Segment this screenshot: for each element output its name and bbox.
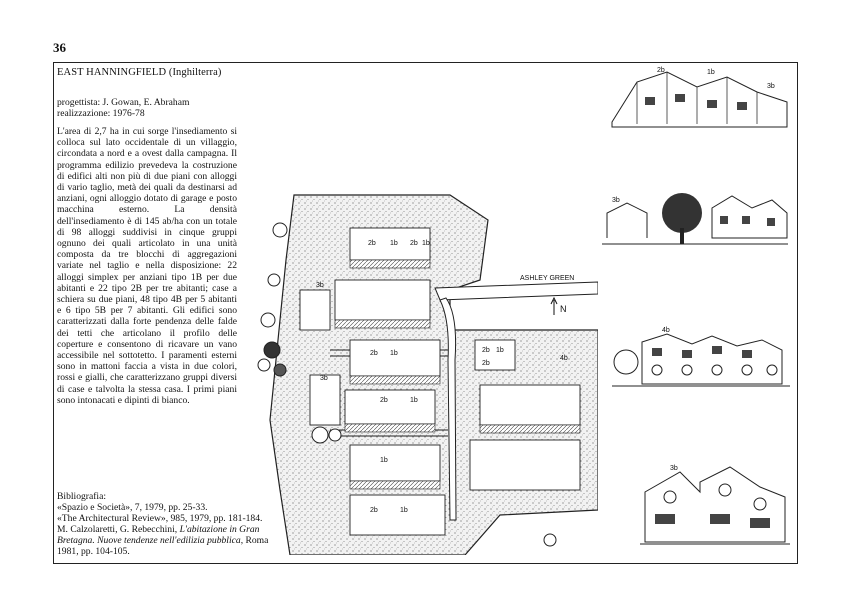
- content-frame: [53, 62, 798, 564]
- perspective-sketch-4: 3b: [640, 465, 790, 545]
- north-arrow: N: [550, 296, 567, 315]
- street-label: ASHLEY GREEN: [520, 275, 574, 282]
- sketch-label: 4b: [662, 327, 670, 334]
- unit-label: 1b: [410, 397, 418, 404]
- bibliography-entry: M. Calzolaretti, G. Rebecchini, L'abitaz…: [57, 524, 272, 557]
- sketch-label: 2b: [657, 67, 665, 74]
- project-credits: progettista: J. Gowan, E. Abraham realiz…: [57, 97, 189, 119]
- unit-label: 3b: [320, 375, 328, 382]
- unit-label: 2b: [482, 360, 490, 367]
- bibliography: Bibliografia: «Spazio e Società», 7, 197…: [57, 491, 272, 557]
- unit-label: 1b: [422, 240, 430, 247]
- bibliography-book-title: L'abitazione in Gran Bretagna. Nuove ten…: [57, 524, 260, 546]
- project-title: EAST HANNINGFIELD (Inghilterra): [57, 67, 222, 78]
- perspective-sketch-3: 4b: [612, 327, 790, 387]
- unit-label: 4b: [560, 355, 568, 362]
- sketch-label: 3b: [767, 83, 775, 90]
- perspective-sketch-2: 3b: [602, 193, 788, 245]
- trees: [257, 222, 557, 547]
- north-label: N: [560, 304, 567, 314]
- bibliography-entry: «The Architectural Review», 985, 1979, p…: [57, 513, 263, 524]
- sketch-label: 3b: [612, 197, 620, 204]
- sketch-label: 1b: [707, 69, 715, 76]
- designer-line: progettista: J. Gowan, E. Abraham: [57, 97, 190, 108]
- bibliography-entry: «Spazio e Società», 7, 1979, pp. 25-33.: [57, 502, 208, 513]
- unit-label: 2b: [370, 507, 378, 514]
- unit-label: 2b: [380, 397, 388, 404]
- perspective-sketch-1: 2b 1b 3b: [611, 67, 788, 128]
- bibliography-authors: M. Calzolaretti, G. Rebecchini,: [57, 524, 178, 535]
- unit-label: 1b: [380, 457, 388, 464]
- sketch-label: 3b: [670, 465, 678, 472]
- unit-label: 2b: [370, 350, 378, 357]
- ashley-green-road: [434, 281, 598, 301]
- unit-label: 1b: [390, 350, 398, 357]
- bibliography-tail: , Roma 1981, pp. 104-105.: [57, 535, 269, 557]
- unit-label: 1b: [400, 507, 408, 514]
- garage-rows: [334, 259, 581, 490]
- bibliography-heading: Bibliografia:: [57, 491, 107, 502]
- unit-label: 2b: [482, 347, 490, 354]
- unit-label: 2b: [368, 240, 376, 247]
- site-plan: 2b 1b 2b 1b 2b 1b 3b 3b 2b 1b 2b 1b 2b 4…: [257, 194, 598, 555]
- unit-label: 1b: [390, 240, 398, 247]
- internal-road: [439, 297, 457, 521]
- housing-blocks: [299, 227, 581, 536]
- unit-label: 3b: [316, 282, 324, 289]
- unit-label: 2b: [410, 240, 418, 247]
- realization-line: realizzazione: 1976-78: [57, 108, 145, 119]
- unit-label: 1b: [496, 347, 504, 354]
- page-number: 36: [53, 40, 66, 55]
- project-description: L'area di 2,7 ha in cui sorge l'insediam…: [57, 126, 237, 406]
- unit-labels: 2b 1b 2b 1b 2b 1b 3b 3b 2b 1b 2b 1b 2b 4…: [316, 240, 568, 514]
